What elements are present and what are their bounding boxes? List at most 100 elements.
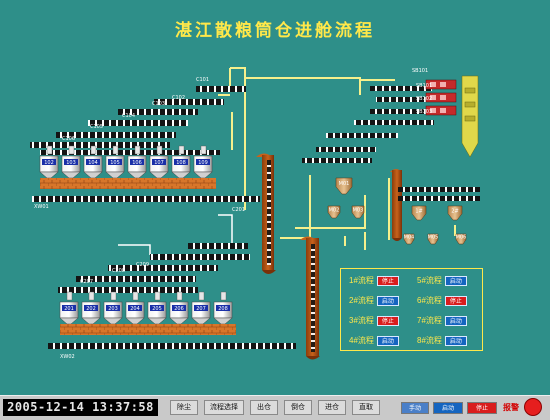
ship-loader-label: SB101 [416, 83, 432, 89]
svg-text:C102: C102 [172, 95, 185, 101]
hopper[interactable]: M02 [327, 205, 341, 219]
conveyor [154, 99, 224, 105]
flow-status-button[interactable]: 停止 [444, 296, 467, 306]
silo-label: 102 [44, 160, 54, 166]
upper-tags: C101 C102 C103 C104 C105 C106 XW01 C201 [34, 77, 245, 213]
lower-silo[interactable]: 202 [81, 291, 101, 325]
svg-text:XW02: XW02 [60, 354, 75, 360]
flow-status-button[interactable]: 停止 [376, 276, 399, 286]
silo-label: 203 [108, 306, 118, 312]
conveyor [30, 142, 170, 148]
start-button[interactable]: 启动 [433, 402, 463, 414]
svg-text:C103: C103 [152, 101, 165, 107]
lower-silo[interactable]: 204 [125, 291, 145, 325]
svg-text:C201: C201 [232, 207, 245, 213]
flow-row: 8#流程启动 [417, 335, 467, 347]
hopper[interactable]: M01 [335, 177, 353, 195]
upper-silo[interactable]: 107 [149, 145, 169, 179]
hopper[interactable]: M03 [351, 205, 365, 219]
flow-status-button[interactable]: 启动 [444, 276, 467, 286]
flow-status-button[interactable]: 停止 [376, 316, 399, 326]
transfer-button[interactable]: 倒仓 [284, 400, 312, 415]
svg-text:C207: C207 [80, 279, 93, 285]
direct-button[interactable]: 直取 [352, 400, 380, 415]
flow-row: 7#流程启动 [417, 315, 467, 327]
hopper-label: M04 [404, 235, 415, 241]
conveyor [150, 254, 250, 260]
outbound-button[interactable]: 出仓 [250, 400, 278, 415]
ship-conveyors [302, 86, 480, 201]
ship [461, 75, 479, 158]
lower-silo[interactable]: 206 [169, 291, 189, 325]
silo-label: 108 [176, 160, 186, 166]
flow-label: 2#流程 [349, 296, 374, 305]
alarm-lamp-icon[interactable] [524, 398, 542, 416]
ship-loader[interactable]: SB101 [416, 79, 457, 90]
upper-conveyor-stack [30, 86, 260, 202]
flow-status-button[interactable]: 启动 [444, 316, 467, 326]
hopper[interactable]: M04 [404, 233, 415, 245]
hopper[interactable]: M05 [428, 233, 439, 245]
flow-status-button[interactable]: 启动 [376, 296, 399, 306]
svg-text:C105: C105 [90, 124, 103, 130]
conveyor [196, 86, 246, 92]
svg-text:C104: C104 [122, 113, 135, 119]
flow-status-panel [340, 268, 483, 351]
lower-conveyor-stack [48, 243, 296, 349]
conveyor [32, 196, 260, 202]
upper-silo[interactable]: 108 [171, 145, 191, 179]
hopper[interactable]: M06 [456, 233, 467, 245]
silo-label: 105 [110, 160, 120, 166]
elevator-2 [300, 236, 320, 360]
flow-label: 8#流程 [417, 336, 442, 345]
svg-text:SB101: SB101 [412, 68, 428, 74]
hopper[interactable]: 2# [447, 205, 463, 221]
conveyor [58, 287, 198, 293]
hopper-label: 2# [451, 208, 458, 214]
conveyor [188, 243, 248, 249]
svg-text:C101: C101 [196, 77, 209, 83]
upper-silo[interactable]: 106 [127, 145, 147, 179]
lower-silo[interactable]: 203 [103, 291, 123, 325]
alarm-label: 报警 [503, 403, 519, 412]
silo-label: 104 [88, 160, 98, 166]
ship-loader[interactable]: SB103 [416, 105, 457, 116]
conveyor [40, 150, 220, 155]
upper-silo[interactable]: 103 [61, 145, 81, 179]
flow-row: 4#流程启动 [349, 335, 399, 347]
upper-silo[interactable]: 109 [193, 145, 213, 179]
upper-silo[interactable]: 105 [105, 145, 125, 179]
flow-status-button[interactable]: 启动 [444, 336, 467, 346]
lower-silo[interactable]: 201 [59, 291, 79, 325]
silo-label: 204 [130, 306, 140, 312]
dust-removal-button[interactable]: 除尘 [170, 400, 198, 415]
svg-text:C208: C208 [112, 268, 125, 274]
flow-label: 4#流程 [349, 336, 374, 345]
lower-silo[interactable]: 207 [191, 291, 211, 325]
lower-silo[interactable]: 205 [147, 291, 167, 325]
clock-display: 2005-12-14 13:37:58 [3, 399, 158, 416]
lower-silo[interactable]: 208 [213, 291, 233, 325]
silo-label: 206 [174, 306, 184, 312]
elevator-1 [256, 153, 276, 274]
flow-label: 3#流程 [349, 316, 374, 325]
ship-loader-label: SB103 [416, 109, 432, 115]
upper-silo[interactable]: 104 [83, 145, 103, 179]
page-title: 湛江散粮筒仓进舱流程 [175, 21, 375, 41]
conveyor [108, 265, 218, 271]
flow-row: 6#流程停止 [417, 295, 467, 307]
upper-silo[interactable]: 102 [39, 145, 59, 179]
hopper[interactable]: 1# [411, 205, 427, 221]
svg-text:XW01: XW01 [34, 204, 49, 210]
svg-text:C106: C106 [62, 136, 75, 142]
flow-select-button[interactable]: 流程选择 [204, 400, 244, 415]
stop-button[interactable]: 停止 [467, 402, 497, 414]
ship-loader[interactable]: SB102 [416, 92, 457, 103]
manual-mode-button[interactable]: 手动 [401, 402, 429, 414]
lower-silo-foundation [60, 324, 236, 335]
flow-status-button[interactable]: 启动 [376, 336, 399, 346]
flow-row: 1#流程停止 [349, 275, 399, 287]
inbound-button[interactable]: 进仓 [318, 400, 346, 415]
flow-label: 5#流程 [417, 276, 442, 285]
